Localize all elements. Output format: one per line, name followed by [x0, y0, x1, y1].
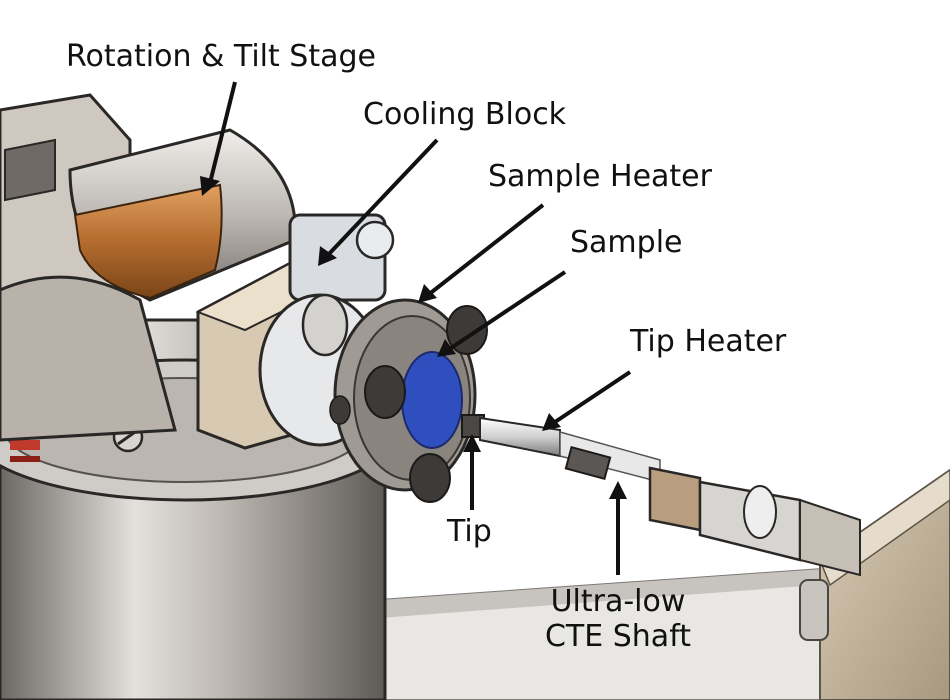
arrow-head [318, 246, 337, 266]
arrow-head [542, 413, 561, 431]
indicator-mark [10, 456, 40, 462]
label-sample: Sample [570, 225, 683, 260]
bolt-head [364, 365, 406, 419]
leader-arrows [200, 81, 632, 575]
arrow-head [463, 434, 481, 452]
shaft-sleeve [564, 445, 612, 481]
sample-disc [401, 351, 463, 449]
knurled-screw [301, 293, 349, 357]
arrow-head [609, 481, 627, 499]
stage-bracket-window [4, 138, 56, 202]
label-shaft-line1: Ultra-low [550, 584, 686, 619]
arrow-head [200, 176, 220, 196]
label-tip-heater: Tip Heater [630, 324, 787, 359]
label-cooling-block: Cooling Block [363, 97, 567, 132]
arrow-sample-heater [426, 203, 545, 297]
clamp-knob [355, 220, 395, 260]
label-sample-heater: Sample Heater [488, 159, 712, 194]
base-platform-edge [380, 560, 950, 618]
arrow-rotation-stage [208, 81, 237, 184]
coupling-ring [743, 485, 777, 539]
label-shaft-line2: CTE Shaft [544, 618, 691, 654]
brass-band [73, 183, 223, 300]
arrow-tip-heater [550, 370, 632, 426]
arrow-head [437, 339, 456, 357]
drum-support [0, 275, 177, 442]
label-rotation-tilt-stage: Rotation & Tilt Stage [66, 39, 376, 74]
coupling-end [799, 498, 861, 577]
arrow-cooling-block [326, 138, 439, 257]
label-tip: Tip [447, 514, 492, 549]
arrow-head [418, 284, 437, 303]
right-housing-foot [799, 579, 829, 641]
indicator-mark [10, 440, 40, 450]
bolt-head [329, 395, 351, 425]
arrow-sample [446, 270, 567, 352]
label-shaft: Ultra-low CTE Shaft [538, 584, 698, 654]
bolt-head [409, 453, 451, 503]
hex-connector [648, 466, 702, 532]
